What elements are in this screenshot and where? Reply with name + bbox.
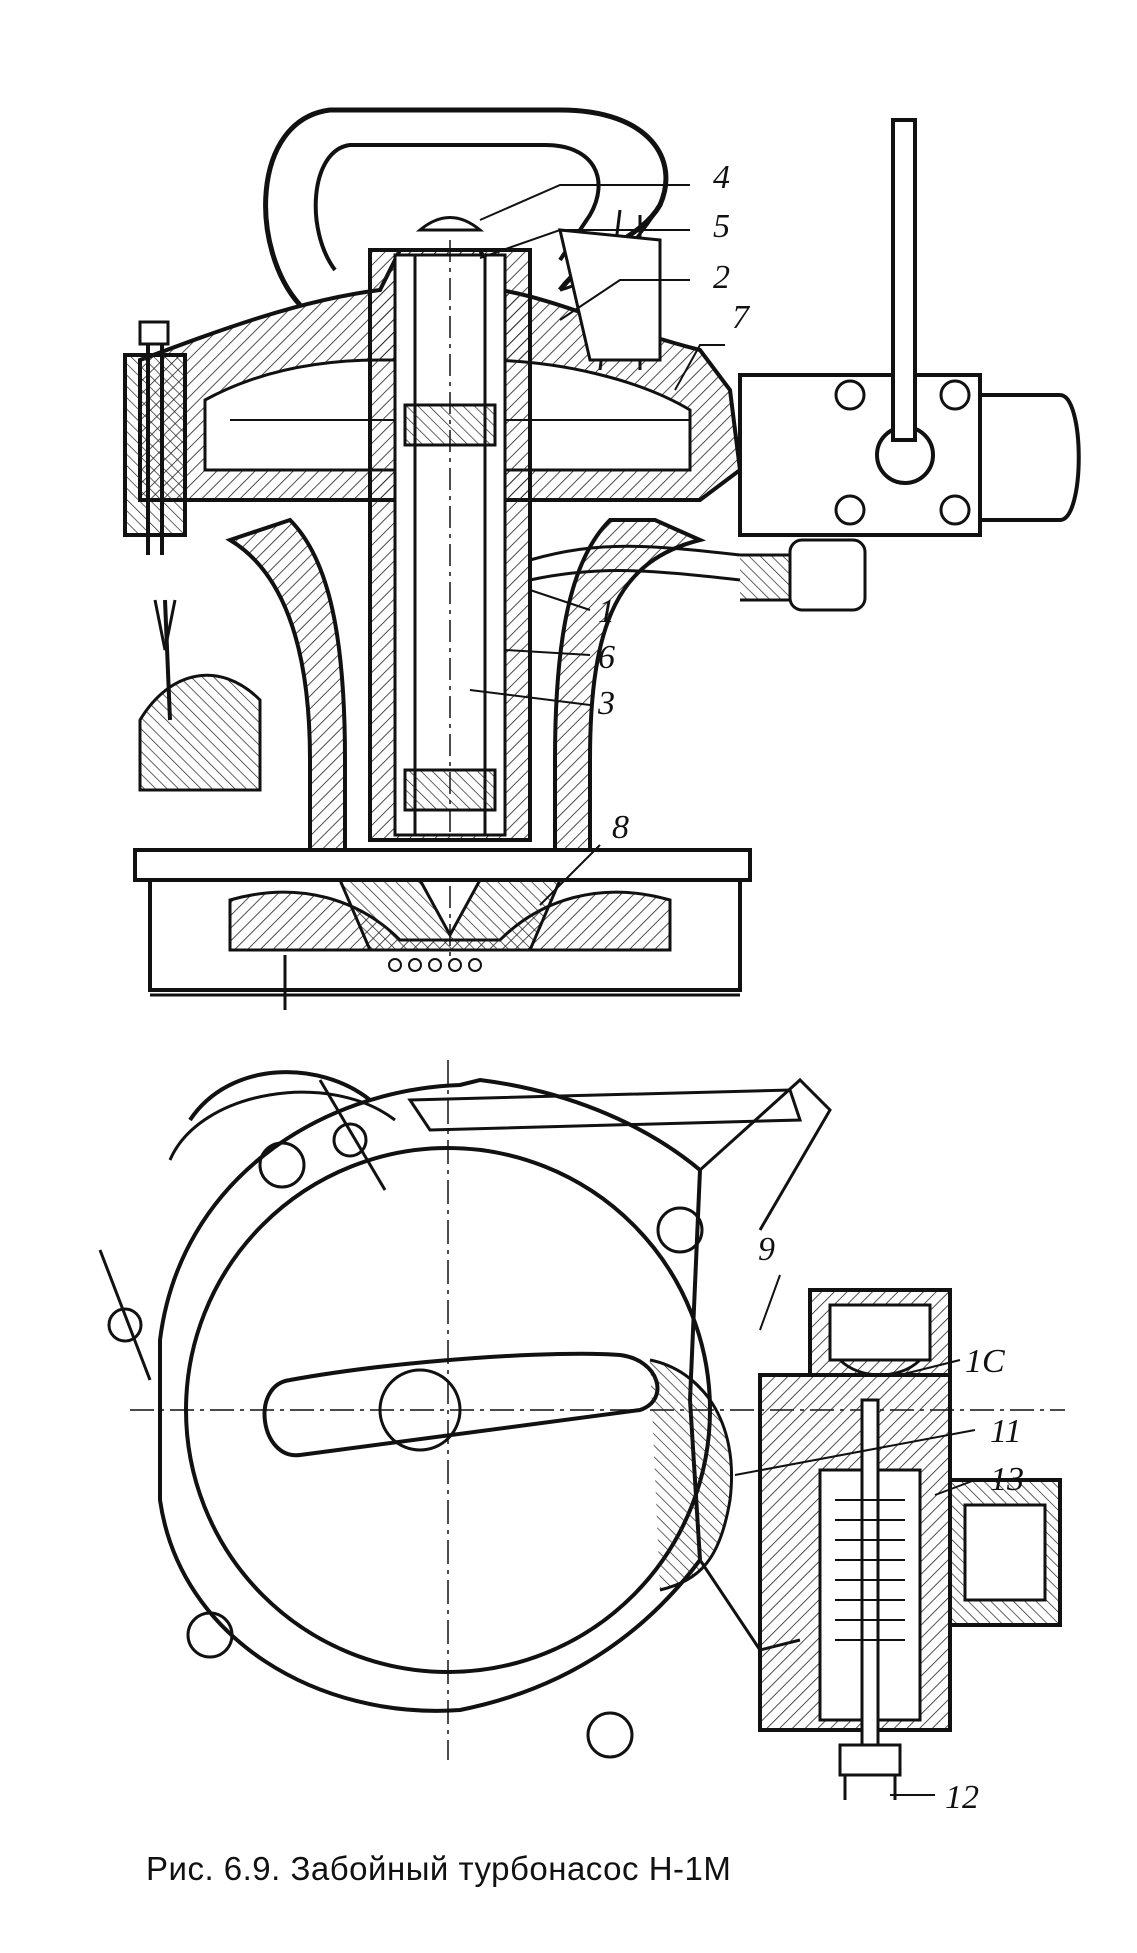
callout-6: 6 xyxy=(598,639,615,676)
strainer-holes xyxy=(388,958,482,972)
bolt xyxy=(186,1611,234,1659)
air-motor-housing xyxy=(738,373,982,537)
callout-9: 9 xyxy=(758,1231,775,1268)
callout-10: 1C xyxy=(965,1343,1005,1380)
callout-11: 11 xyxy=(990,1413,1021,1450)
callout-2: 2 xyxy=(713,259,730,296)
callout-5: 5 xyxy=(713,208,730,245)
section-view xyxy=(123,107,1081,1010)
plan-view xyxy=(98,1060,1065,1800)
callout-1: 1 xyxy=(598,593,615,630)
callout-4: 4 xyxy=(713,159,730,196)
base-plate xyxy=(133,848,752,882)
bolt xyxy=(656,1206,704,1254)
leader-lines xyxy=(469,184,976,1796)
discharge-pipe xyxy=(262,1351,660,1458)
callout-12: 12 xyxy=(945,1779,979,1816)
hose-9 xyxy=(407,1088,803,1132)
callout-7: 7 xyxy=(732,299,751,336)
bolt xyxy=(258,1141,306,1189)
figure-caption: Рис. 6.9. Забойный турбонасос Н-1М xyxy=(146,1850,732,1887)
plan-outer-body xyxy=(158,1077,703,1713)
callout-3: 3 xyxy=(597,685,615,722)
bolt xyxy=(586,1711,634,1759)
control-lever xyxy=(891,118,917,442)
callout-labels: 4 5 2 7 1 6 3 8 9 1C 11 13 12 xyxy=(597,159,1024,1816)
left-flange xyxy=(123,353,187,537)
callout-13: 13 xyxy=(990,1461,1024,1498)
impeller xyxy=(337,878,563,952)
valve-stem xyxy=(860,1398,880,1752)
callout-8: 8 xyxy=(612,809,629,846)
